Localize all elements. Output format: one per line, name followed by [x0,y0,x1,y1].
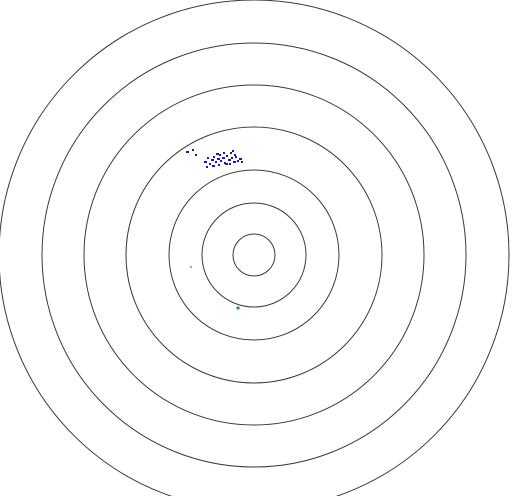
cluster-dot [213,156,215,158]
cluster-dot [217,158,220,160]
cluster-dot [220,160,222,162]
ring-4 [125,126,383,384]
dot-cluster [186,149,243,168]
cluster-dot [212,165,215,167]
cluster-dot [195,154,197,156]
cluster-dot [209,163,211,165]
cluster-dot [229,163,231,165]
cluster-dot [204,161,207,163]
cluster-dot [230,152,232,154]
cluster-dot [215,161,217,163]
ring-6 [41,42,467,468]
cluster-dot [233,161,236,163]
cluster-dot [231,157,233,159]
ring-5 [83,84,425,426]
cluster-dot [206,166,208,168]
marker-group [189,265,240,310]
cluster-dot [235,156,237,158]
ring-3 [168,169,340,341]
cluster-dot [234,154,236,156]
cluster-dot [211,159,214,161]
ring-1 [232,233,276,277]
cluster-dot [218,164,220,166]
cluster-dot [226,155,228,157]
cluster-dot [222,157,225,159]
cluster-dot [239,158,242,160]
cluster-dot [216,153,219,155]
cluster-dot [225,163,228,165]
marker-dot-2 [236,306,240,310]
cluster-dot [241,161,243,163]
cluster-dot [219,154,221,156]
cluster-dot [186,151,189,153]
cluster-dot [237,160,239,162]
ring-2 [201,202,307,308]
cluster-dot [223,152,225,154]
cluster-dot [228,159,231,161]
cluster-dot [207,157,209,159]
marker-dot-1 [189,265,193,269]
cluster-dot [192,149,194,151]
cluster-dot [232,150,234,152]
